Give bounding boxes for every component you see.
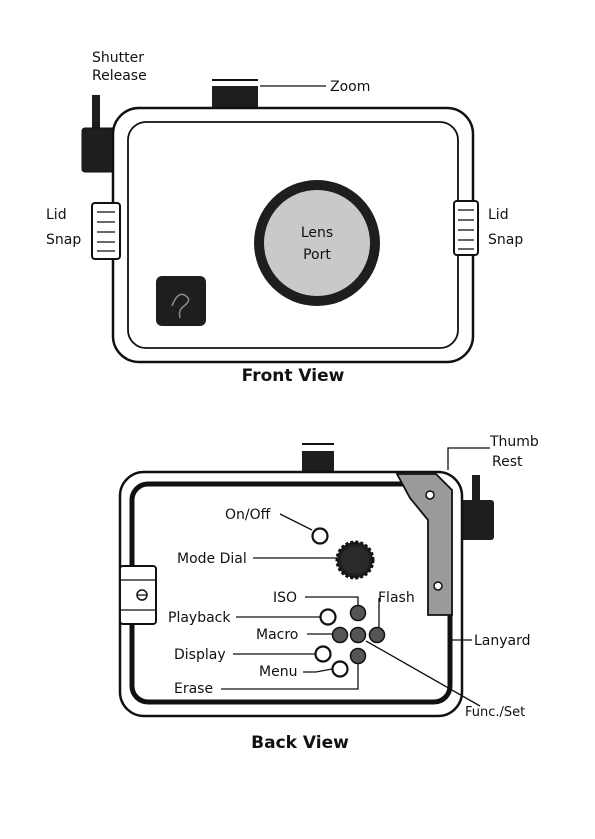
- func-set-button: [351, 628, 366, 643]
- mode-dial: [337, 542, 373, 578]
- lens-port-label-1: Lens: [301, 225, 333, 241]
- thumb-rest-leader: [448, 448, 490, 470]
- back-view-diagram: Thumb Rest On/Off Mode Dial ISO Flash Pl…: [120, 434, 539, 753]
- logo-badge: [156, 276, 206, 326]
- erase-button: [351, 649, 366, 664]
- menu-label: Menu: [259, 664, 297, 680]
- back-shutter-knob: [458, 500, 494, 540]
- lanyard-label: Lanyard: [474, 633, 531, 649]
- zoom-label: Zoom: [330, 79, 370, 95]
- on-off-button: [313, 529, 328, 544]
- iso-button: [351, 606, 366, 621]
- front-view-heading: Front View: [242, 366, 345, 386]
- lid-snap-left: [92, 203, 120, 259]
- lid-snap-left-label-2: Snap: [46, 232, 81, 248]
- shutter-release-label-2: Release: [92, 68, 147, 84]
- flash-label: Flash: [378, 590, 415, 606]
- mode-dial-label: Mode Dial: [177, 551, 247, 567]
- thumb-rest-screw-lower: [434, 582, 442, 590]
- shutter-release-plunger: [92, 95, 100, 131]
- lid-snap-right: [454, 201, 478, 255]
- back-lid-snap: [120, 566, 156, 624]
- flash-button: [370, 628, 385, 643]
- thumb-rest-label-1: Thumb: [489, 434, 539, 450]
- lid-snap-right-label-2: Snap: [488, 232, 523, 248]
- macro-button: [333, 628, 348, 643]
- shutter-release-label-1: Shutter: [92, 50, 144, 66]
- on-off-label: On/Off: [225, 507, 271, 523]
- thumb-rest-screw: [426, 491, 434, 499]
- thumb-rest-label-2: Rest: [492, 454, 523, 470]
- func-set-label: Func./Set: [465, 705, 525, 720]
- menu-button: [333, 662, 348, 677]
- lid-snap-left-label-1: Lid: [46, 207, 67, 223]
- iso-label: ISO: [273, 590, 297, 606]
- lens-port-label-2: Port: [303, 247, 331, 263]
- front-view-diagram: Shutter Release Zoom Lid Snap Lid Snap L…: [46, 50, 523, 386]
- back-view-heading: Back View: [251, 733, 349, 753]
- erase-label: Erase: [174, 681, 213, 697]
- playback-label: Playback: [168, 610, 231, 626]
- lid-snap-right-label-1: Lid: [488, 207, 509, 223]
- display-label: Display: [174, 647, 226, 663]
- lens-port-glass: [264, 190, 370, 296]
- macro-label: Macro: [256, 627, 298, 643]
- display-button: [316, 647, 331, 662]
- playback-button: [321, 610, 336, 625]
